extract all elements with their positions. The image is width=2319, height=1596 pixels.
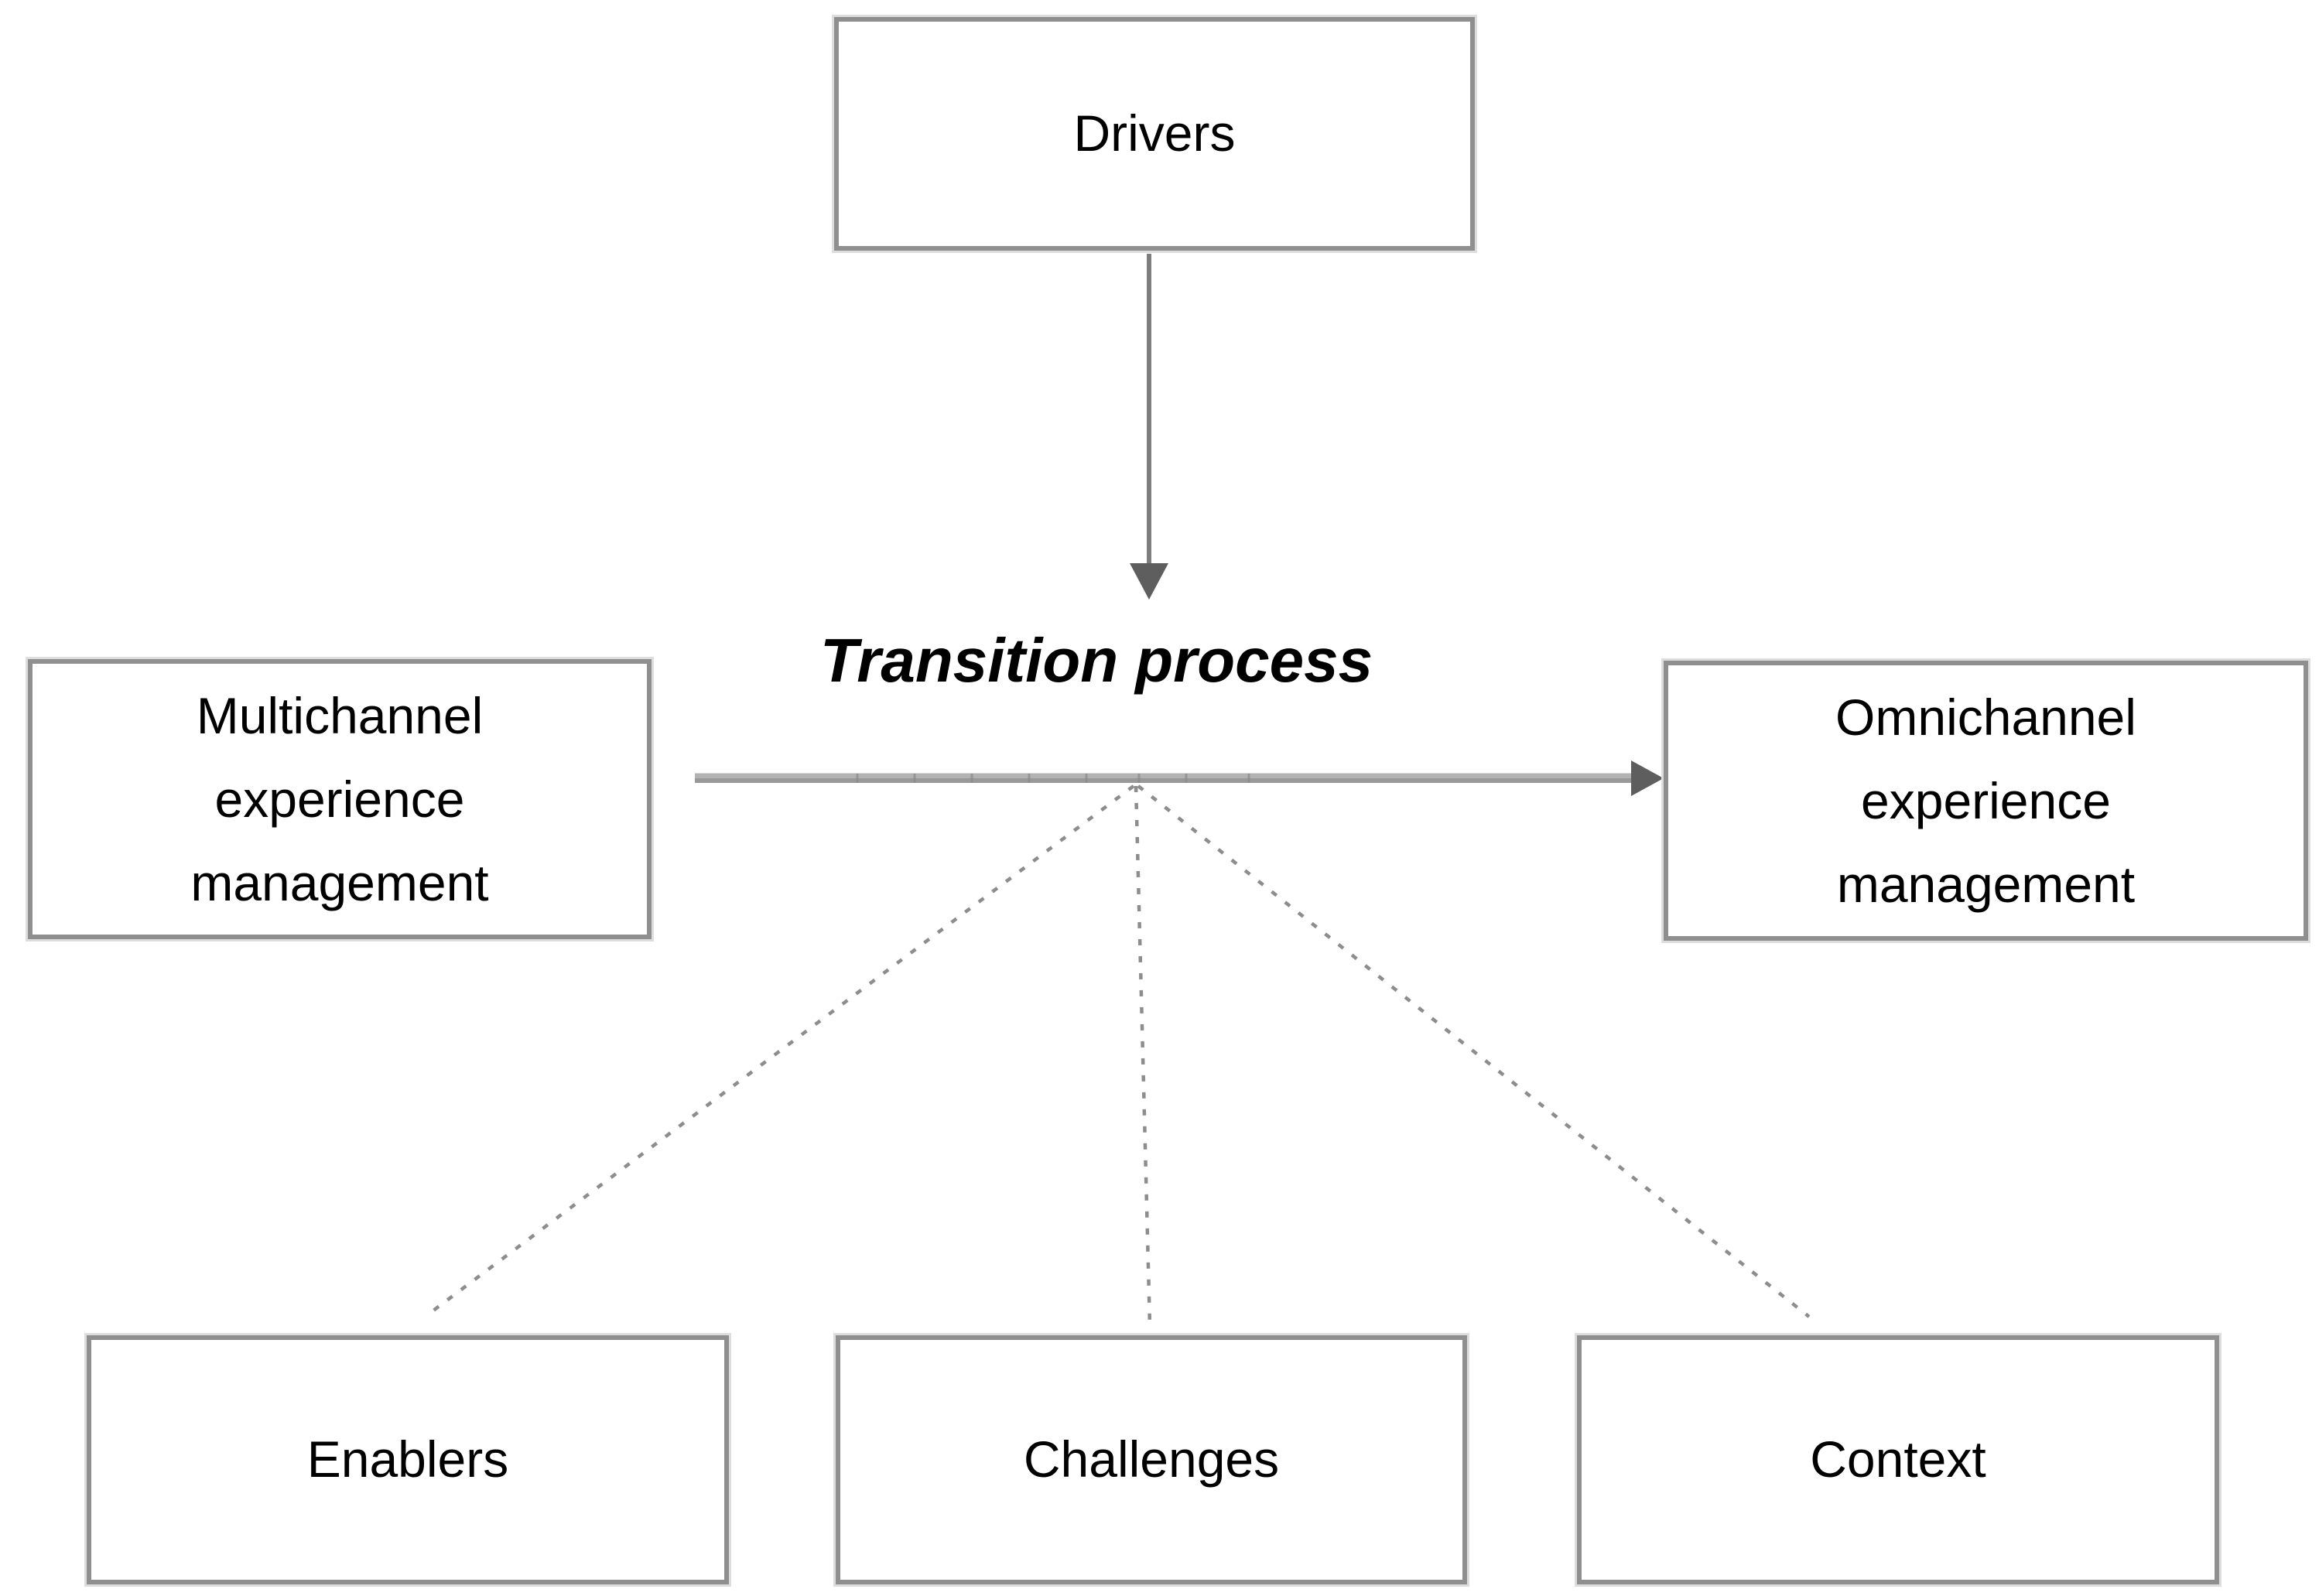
multichannel-line-3: management: [190, 854, 489, 911]
transition-process-label: Transition process: [819, 626, 1373, 695]
omnichannel-line-2: experience: [1861, 772, 2111, 829]
arrowhead-right-icon: [1631, 760, 1664, 796]
context-box: Context: [1577, 1335, 2219, 1584]
challenges-box: Challenges: [836, 1335, 1467, 1584]
omnichannel-box: Omnichannel experience management: [1664, 661, 2308, 941]
multichannel-label: Multichannel experience management: [190, 674, 488, 924]
drivers-label: Drivers: [1073, 104, 1236, 162]
multichannel-box: Multichannel experience management: [28, 659, 652, 939]
enablers-label: Enablers: [306, 1430, 509, 1488]
omnichannel-line-1: Omnichannel: [1835, 689, 2136, 746]
omnichannel-line-3: management: [1836, 856, 2136, 913]
dotted-connector-enablers: [426, 784, 1135, 1317]
dotted-connector-challenges: [1134, 785, 1152, 1327]
dotted-connector-context: [1137, 784, 1811, 1318]
enablers-box: Enablers: [87, 1335, 729, 1584]
challenges-label: Challenges: [1023, 1430, 1280, 1488]
multichannel-line-1: Multichannel: [196, 687, 484, 744]
context-label: Context: [1810, 1430, 1986, 1488]
multichannel-line-2: experience: [214, 771, 465, 828]
drivers-box: Drivers: [834, 17, 1475, 251]
omnichannel-label: Omnichannel experience management: [1835, 675, 2136, 926]
arrowhead-down-icon: [1130, 563, 1168, 600]
arrow-segment-ticks: [856, 774, 1250, 783]
